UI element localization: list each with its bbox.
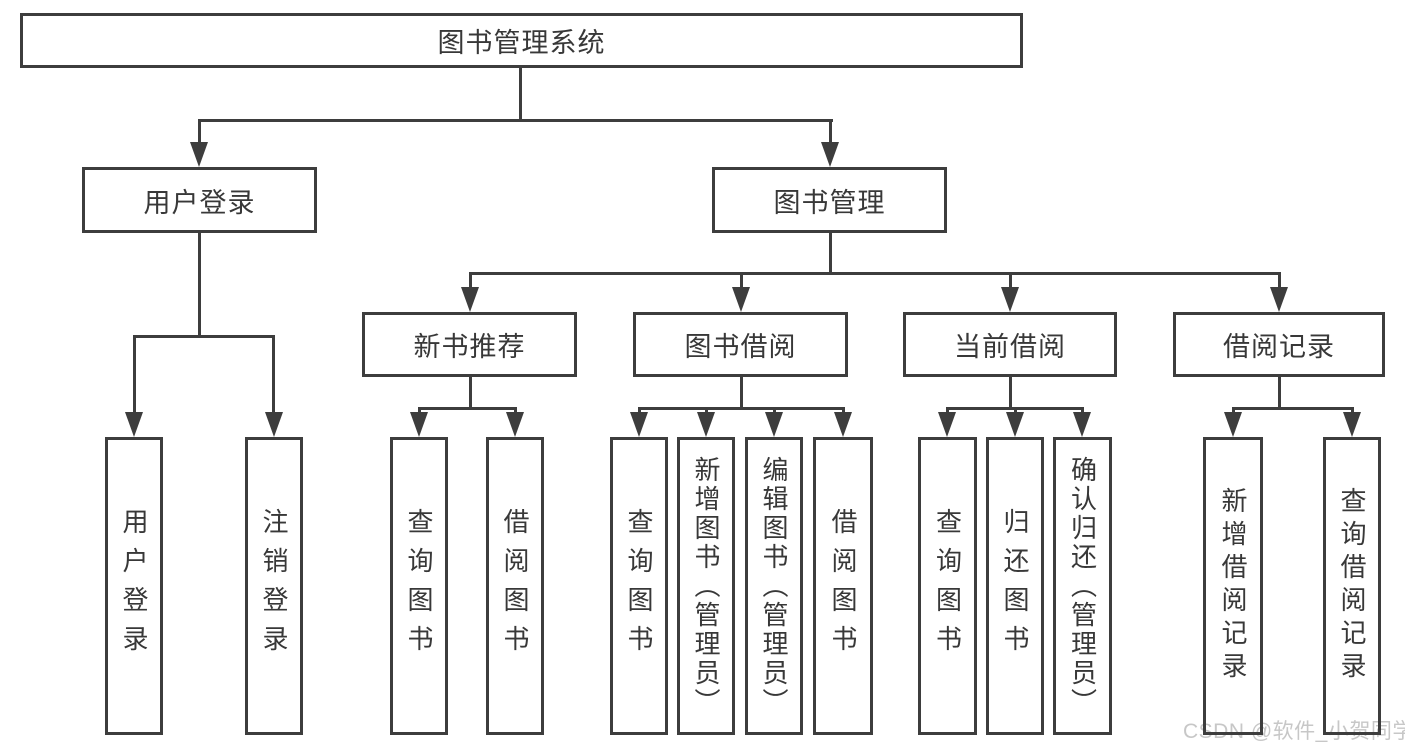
node-label: 新增图书（管理员） [691, 455, 721, 717]
connector-line [1232, 407, 1354, 410]
connector-line [1351, 407, 1354, 415]
node-label: 查询借阅记录 [1337, 487, 1367, 685]
connector-line [829, 233, 832, 275]
arrow-down-icon [265, 412, 283, 437]
connector-line [272, 335, 275, 412]
arrow-down-icon [190, 142, 208, 167]
node-label: 确认归还（管理员） [1067, 455, 1098, 717]
leaf-borrow-books-2: 借阅图书 [813, 437, 873, 735]
connector-line [198, 233, 201, 336]
connector-line [519, 68, 522, 119]
arrow-down-icon [834, 412, 852, 437]
arrow-down-icon [630, 412, 648, 437]
node-label: 归还图书 [1000, 508, 1030, 664]
leaf-add-borrow-record: 新增借阅记录 [1203, 437, 1263, 735]
connector-line [133, 335, 136, 412]
leaf-confirm-return-admin: 确认归还（管理员） [1053, 437, 1112, 735]
node-label: 注销登录 [259, 508, 289, 664]
connector-line [418, 407, 421, 415]
connector-line [133, 335, 275, 338]
leaf-query-borrow-record: 查询借阅记录 [1323, 437, 1381, 735]
arrow-down-icon [938, 412, 956, 437]
connector-line [842, 407, 845, 415]
connector-line [1232, 407, 1235, 415]
connector-line [469, 377, 472, 409]
leaf-borrow-books-1: 借阅图书 [486, 437, 544, 735]
arrow-down-icon [821, 142, 839, 167]
connector-line [514, 407, 517, 415]
node-label: 用户登录 [119, 508, 149, 664]
arrow-down-icon [1001, 287, 1019, 312]
leaf-query-books-1: 查询图书 [390, 437, 448, 735]
leaf-return-book: 归还图书 [986, 437, 1044, 735]
connector-line [740, 377, 743, 409]
arrow-down-icon [765, 412, 783, 437]
arrow-down-icon [1270, 287, 1288, 312]
node-new-book-recommend: 新书推荐 [362, 312, 577, 377]
connector-line [1081, 407, 1084, 415]
connector-line [469, 272, 1280, 275]
connector-line [773, 407, 776, 415]
leaf-edit-book-admin: 编辑图书（管理员） [745, 437, 803, 735]
connector-line [1278, 272, 1281, 290]
connector-line [1014, 407, 1017, 415]
arrow-down-icon [1224, 412, 1242, 437]
connector-line [198, 119, 201, 150]
node-label: 查询图书 [404, 508, 434, 664]
arrow-down-icon [461, 287, 479, 312]
leaf-add-book-admin: 新增图书（管理员） [677, 437, 735, 735]
arrow-down-icon [1343, 412, 1361, 437]
node-label: 借阅图书 [828, 508, 858, 664]
node-label: 查询图书 [932, 508, 963, 664]
arrow-down-icon [1073, 412, 1091, 437]
node-current-borrow: 当前借阅 [903, 312, 1117, 377]
connector-line [1009, 272, 1012, 290]
arrow-down-icon [506, 412, 524, 437]
connector-line [946, 407, 949, 415]
arrow-down-icon [1006, 412, 1024, 437]
connector-line [1009, 377, 1012, 409]
node-root: 图书管理系统 [20, 13, 1023, 68]
connector-line [705, 407, 708, 415]
leaf-user-login: 用户登录 [105, 437, 163, 735]
arrow-down-icon [410, 412, 428, 437]
leaf-logout: 注销登录 [245, 437, 303, 735]
connector-line [198, 119, 833, 122]
node-book-borrow: 图书借阅 [633, 312, 848, 377]
node-label: 借阅图书 [500, 508, 530, 664]
arrow-down-icon [732, 287, 750, 312]
connector-line [418, 407, 517, 410]
node-book-management: 图书管理 [712, 167, 947, 233]
node-user-login: 用户登录 [82, 167, 317, 233]
connector-line [469, 272, 472, 290]
connector-line [740, 272, 743, 290]
node-borrow-records: 借阅记录 [1173, 312, 1385, 377]
connector-line [638, 407, 845, 410]
arrow-down-icon [125, 412, 143, 437]
connector-line [638, 407, 641, 415]
leaf-query-books-2: 查询图书 [610, 437, 668, 735]
connector-line [829, 119, 832, 150]
node-label: 新增借阅记录 [1218, 487, 1248, 685]
arrow-down-icon [697, 412, 715, 437]
leaf-query-books-3: 查询图书 [918, 437, 977, 735]
connector-line [1278, 377, 1281, 409]
node-label: 编辑图书（管理员） [759, 455, 789, 717]
watermark: CSDN @软件_小贺同学 [1183, 720, 1405, 743]
node-label: 查询图书 [624, 508, 654, 664]
